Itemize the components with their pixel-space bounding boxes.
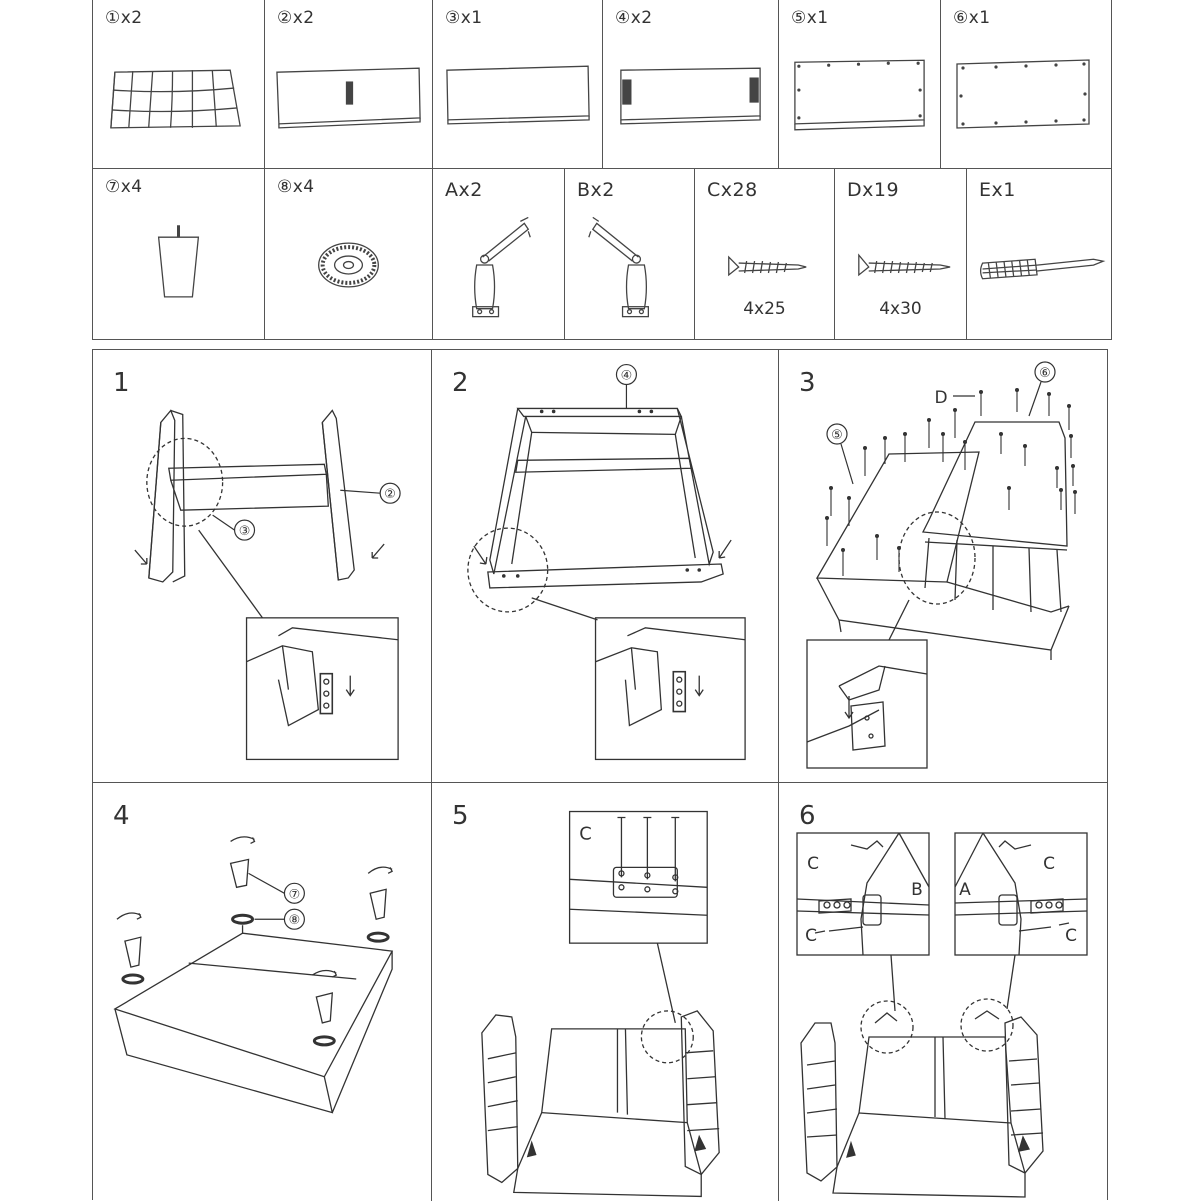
part-label-1: ①x2 [105,8,143,28]
step-3-callout-5: ⑤ [831,428,843,443]
part-cell-A: Ax2 [433,169,565,339]
part-cell-1: ①x2 [93,0,265,168]
step-2-drawing: ④ [467,363,746,761]
part-6-top-board-drawing [956,59,1090,129]
part-D-screw-drawing [858,253,951,277]
part-cell-C: Cx28 4x25 [695,169,835,339]
part-E-screwdriver-drawing [979,258,1106,280]
part-7-leg-drawing [157,225,200,298]
step-6-callout-C-upper-right: C [1043,854,1055,874]
step-2-callout-4: ④ [621,369,633,384]
step-4-drawing: ⑦ ⑧ [113,836,394,1114]
part-label-8: ⑧x4 [277,177,315,197]
part-2-side-panel-drawing [276,67,421,129]
step-4-number: 4 [113,801,130,831]
part-label-6: ⑥x1 [953,8,991,28]
step-1-callout-2: ② [384,487,396,502]
step-3-callout-6: ⑥ [1039,366,1051,381]
part-5-bottom-frame-drawing [794,59,925,131]
part-label-B: Bx2 [577,179,615,201]
part-label-3: ③x1 [445,8,483,28]
step-1-panel: 1 [93,350,432,782]
part-label-5: ⑤x1 [791,8,829,28]
step-3-number: 3 [799,368,816,398]
step-6-callout-C-lower-left: C [805,926,817,946]
part-cell-B: Bx2 [565,169,695,339]
part-label-7: ⑦x4 [105,177,143,197]
step-2-panel: 2 [432,350,779,782]
step-6-callout-C-lower-right: C [1065,926,1077,946]
part-cell-D: Dx19 4x30 [835,169,967,339]
part-label-D: Dx19 [847,179,900,201]
part-8-washer-drawing [318,242,379,288]
step-6-panel: 6 [779,783,1107,1201]
part-label-C: Cx28 [707,179,758,201]
step-3-drawing: ⑥ ⑤ D [806,361,1077,769]
step-4-callout-8: ⑧ [289,913,301,928]
part-label-2: ②x2 [277,8,315,28]
part-label-E: Ex1 [979,179,1016,201]
part-C-spec: 4x25 [743,299,786,319]
parts-row-hardware: ⑦x4 ⑧x4 Ax2 [93,169,1111,340]
step-3-panel: 3 [779,350,1107,782]
step-6-callout-B: B [911,880,923,900]
part-label-A: Ax2 [445,179,483,201]
step-5-panel: 5 [432,783,779,1201]
step-6-callout-C-upper-left: C [807,854,819,874]
part-cell-6: ⑥x1 [941,0,1111,168]
part-1-tufted-cushion-drawing [110,69,241,129]
part-cell-2: ②x2 [265,0,433,168]
part-D-spec: 4x30 [879,299,922,319]
step-4-callout-7: ⑦ [289,887,301,902]
part-cell-4: ④x2 [603,0,779,168]
step-5-callout-C: C [579,823,592,844]
part-label-4: ④x2 [615,8,653,28]
part-4-front-back-panel-drawing [620,67,761,125]
step-6-drawing: C B C C A C [796,832,1088,1198]
step-6-number: 6 [799,801,816,831]
parts-list: ①x2 ②x2 ③x1 [92,0,1112,340]
step-5-number: 5 [452,801,469,831]
part-cell-7: ⑦x4 [93,169,265,339]
part-cell-3: ③x1 [433,0,603,168]
step-3-callout-D: D [934,388,947,408]
part-3-center-panel-drawing [446,65,590,125]
part-C-screw-drawing [728,255,807,277]
step-6-callout-A: A [959,880,971,900]
step-5-drawing: C [481,810,720,1198]
part-A-bracket-drawing [472,216,531,318]
step-1-number: 1 [113,368,130,398]
part-cell-E: Ex1 [967,169,1111,339]
step-1-drawing: ② ③ [134,409,401,761]
parts-row-panels: ①x2 ②x2 ③x1 [93,0,1111,169]
step-1-callout-3: ③ [239,524,251,539]
step-2-number: 2 [452,368,469,398]
assembly-steps: 1 [92,349,1108,1201]
part-B-bracket-drawing [588,216,649,318]
part-cell-5: ⑤x1 [779,0,941,168]
step-4-panel: 4 [93,783,432,1201]
steps-row-top: 1 [93,350,1107,783]
steps-row-bottom: 4 [93,783,1107,1201]
part-cell-8: ⑧x4 [265,169,433,339]
